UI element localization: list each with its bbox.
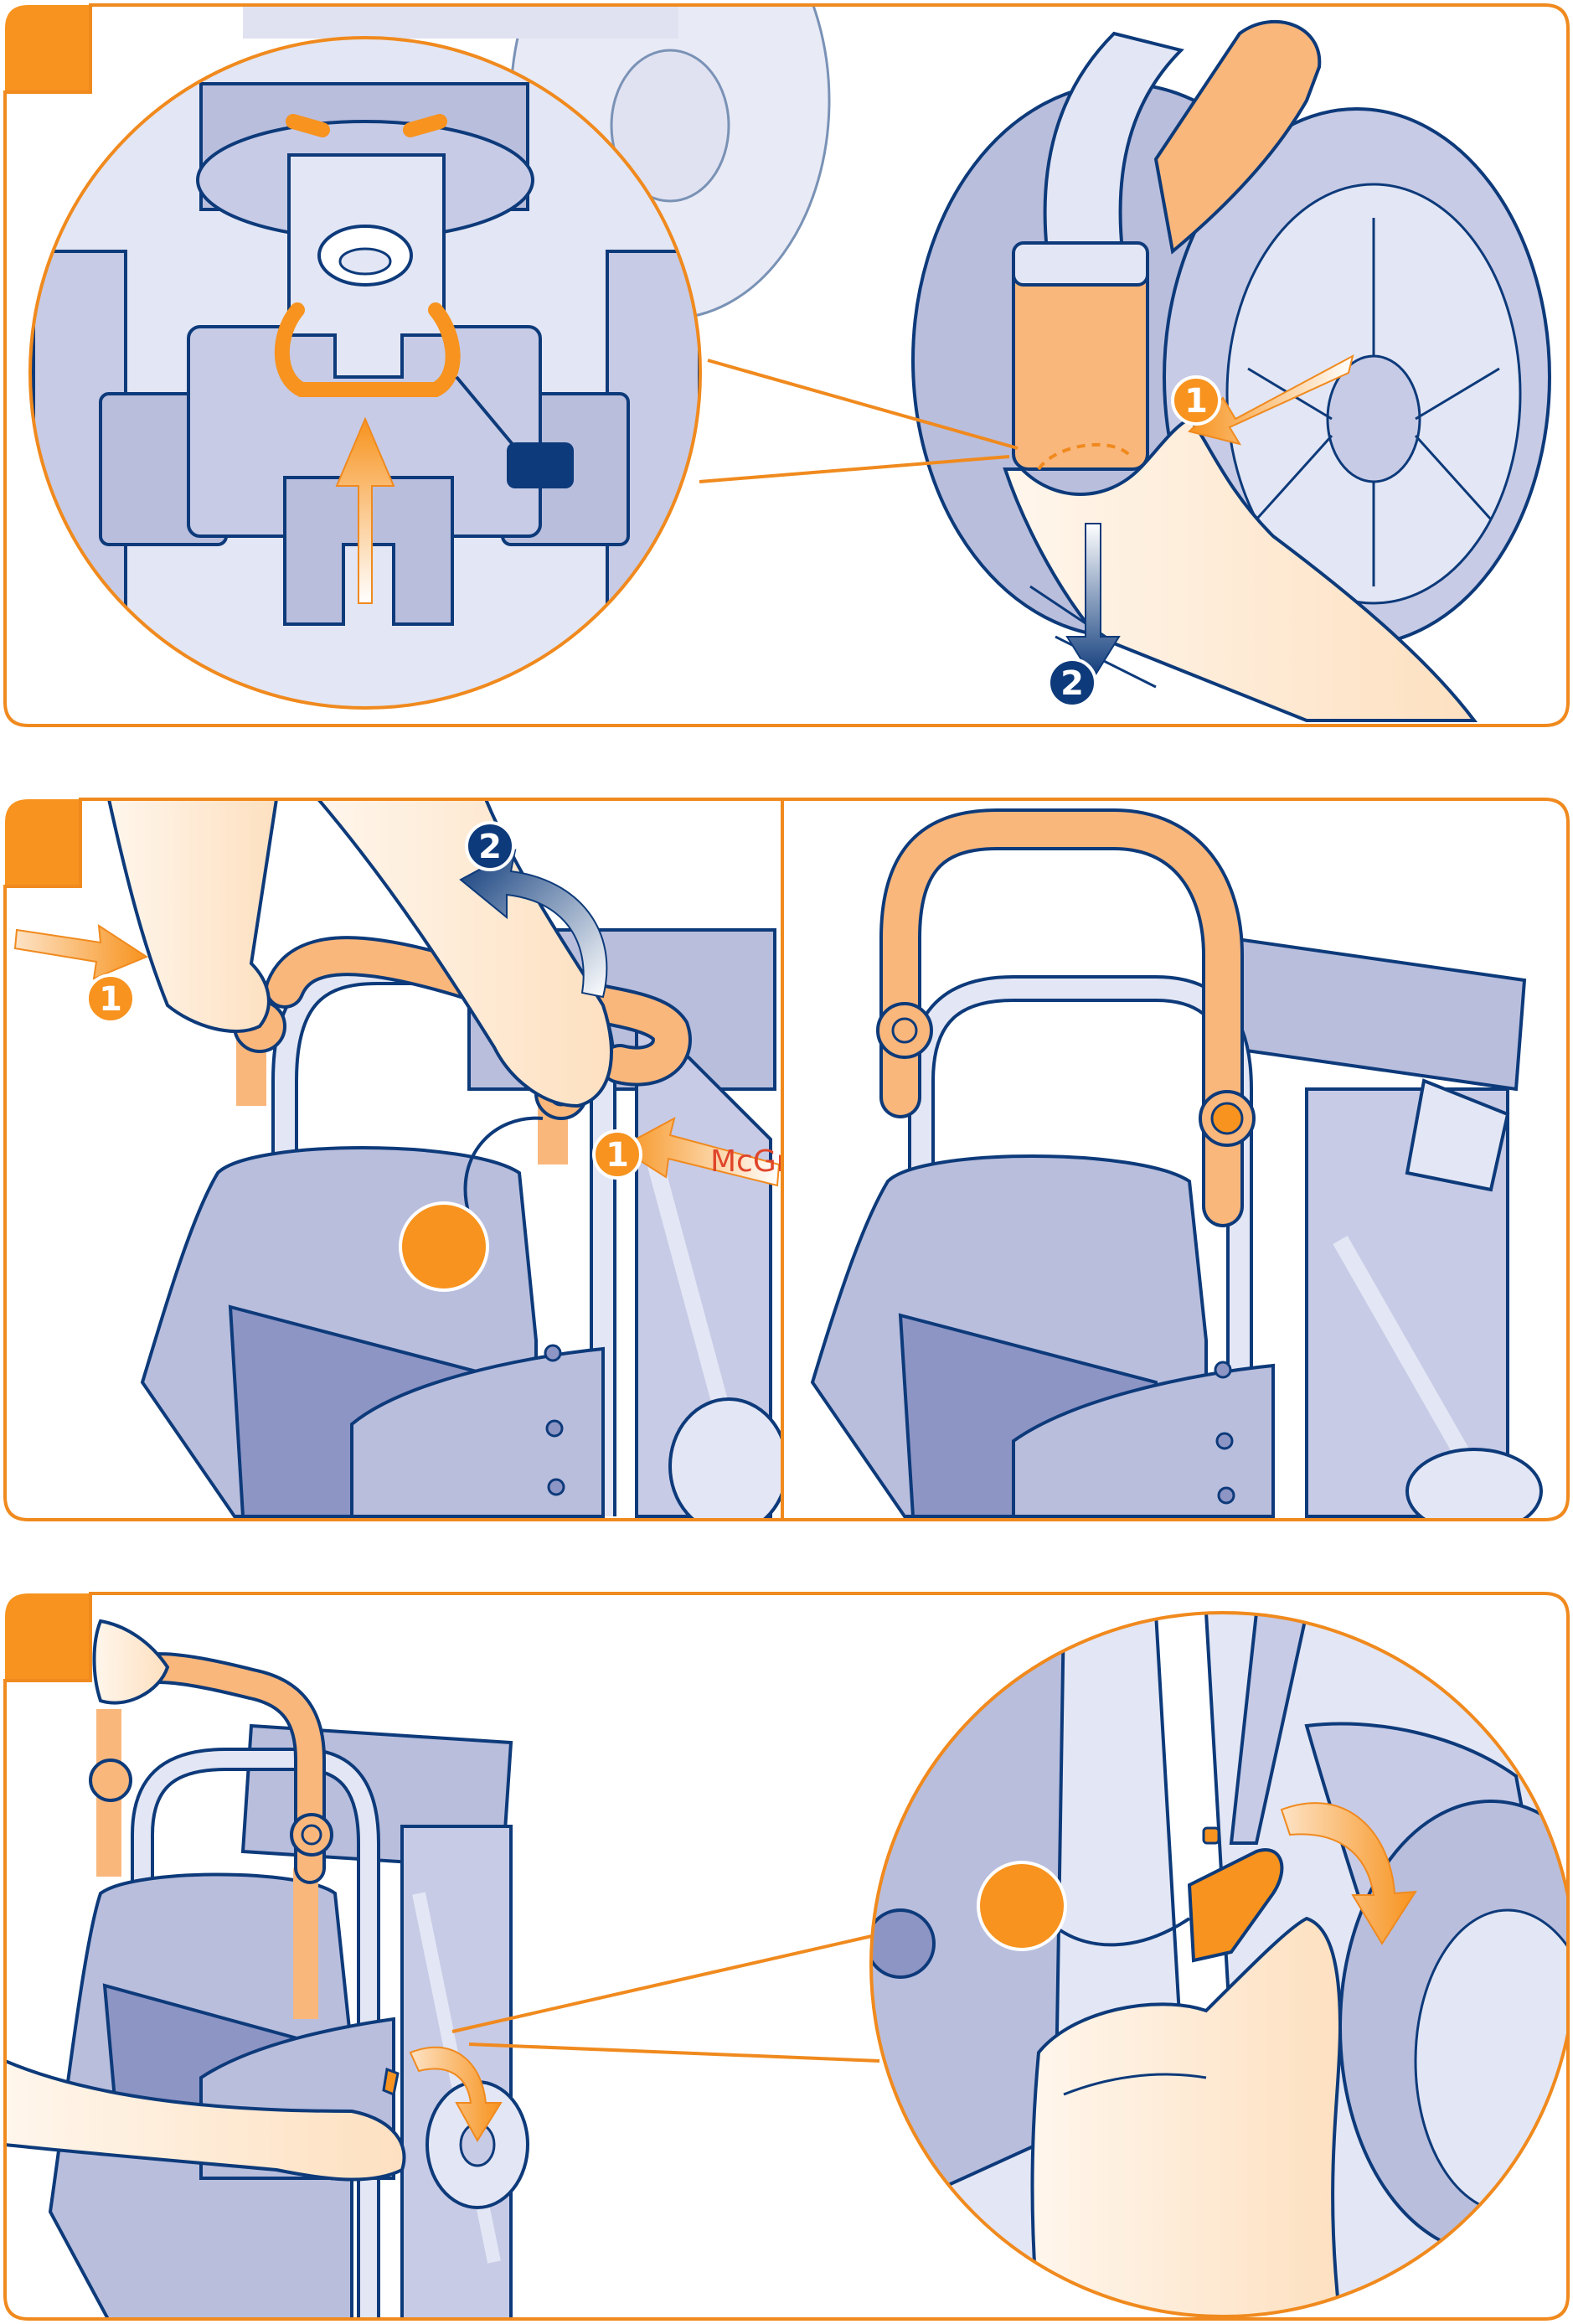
panel-1: 1 2 (5, 0, 1568, 726)
step-badge-2: 2 (1049, 659, 1096, 706)
panel-3 (5, 1593, 1573, 2321)
svg-text:2: 2 (478, 828, 502, 866)
highlight-marker (400, 1203, 487, 1290)
svg-text:1: 1 (99, 980, 122, 1019)
step-badge-2: 2 (467, 823, 513, 870)
step-badge-1: 1 (87, 975, 134, 1022)
step-badge-1: 1 (594, 1131, 641, 1178)
step-number-badge (5, 5, 90, 92)
rear-wheel-scene (913, 22, 1550, 720)
panel-2-left (5, 799, 787, 1533)
step-number-badge (5, 1593, 90, 1681)
zoom-detail-circle (30, 38, 700, 708)
step-number-badge (5, 799, 80, 886)
panel-2: 2 1 1 McGrp.Ru (5, 799, 1568, 1533)
svg-text:2: 2 (1060, 664, 1084, 703)
part-label-marker (507, 442, 574, 488)
panel-2-right (782, 799, 1568, 1533)
highlight-marker (978, 1862, 1065, 1950)
step-badge-1: 1 (1173, 377, 1220, 424)
svg-text:1: 1 (1184, 382, 1208, 421)
svg-text:1: 1 (606, 1136, 629, 1175)
